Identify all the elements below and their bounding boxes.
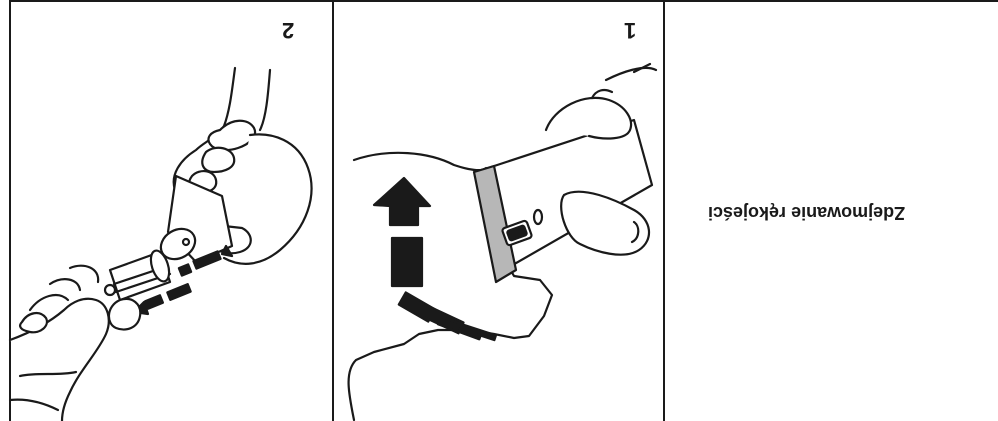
rotation-arrow-icon: [372, 176, 498, 342]
step-1-illustration: [347, 62, 658, 421]
section-heading: Zdejmowanie rękojeści: [708, 203, 906, 223]
divider-heading-panel: [663, 0, 665, 421]
handle-collar: [472, 164, 518, 284]
page-frame: [9, 0, 998, 421]
divider-steps: [332, 0, 334, 421]
step-2-illustration: [8, 66, 313, 421]
hand-icon: [347, 260, 554, 421]
